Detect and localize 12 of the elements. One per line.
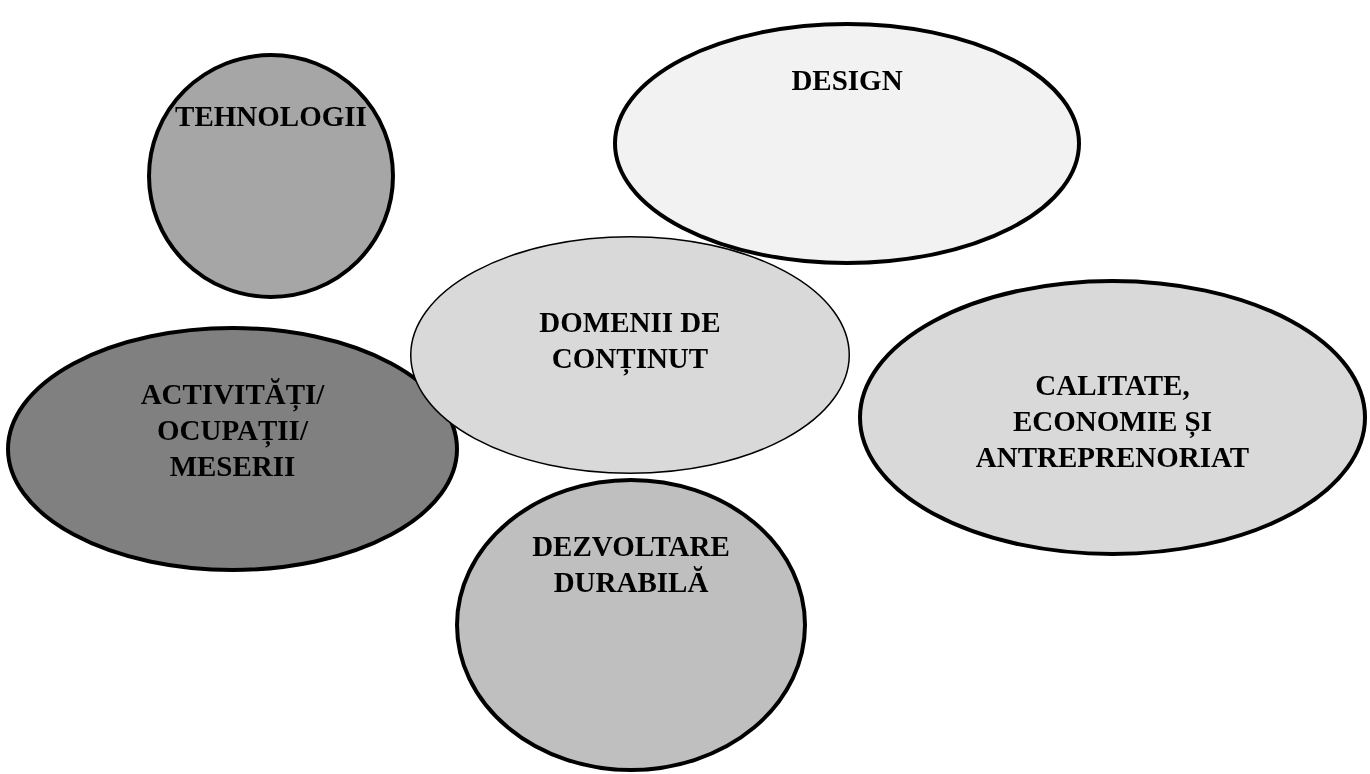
ellipse-node (455, 478, 807, 772)
ellipse-label: ACTIVITĂȚI/ OCUPAȚII/ MESERII (139, 377, 326, 484)
ellipse-node (6, 326, 459, 572)
ellipse-node (858, 279, 1367, 556)
ellipse-label: TEHNOLOGII (174, 99, 368, 134)
ellipse-node (410, 236, 850, 474)
ellipse-label: CALITATE, ECONOMIE ȘI ANTREPRENORIAT (974, 368, 1251, 475)
ellipse-label: DOMENII DE CONȚINUT (538, 305, 722, 376)
ellipse-node (613, 22, 1081, 265)
ellipse-node (147, 53, 395, 299)
ellipse-label: DESIGN (790, 63, 904, 98)
ellipse-label: DEZVOLTARE DURABILĂ (531, 529, 731, 600)
